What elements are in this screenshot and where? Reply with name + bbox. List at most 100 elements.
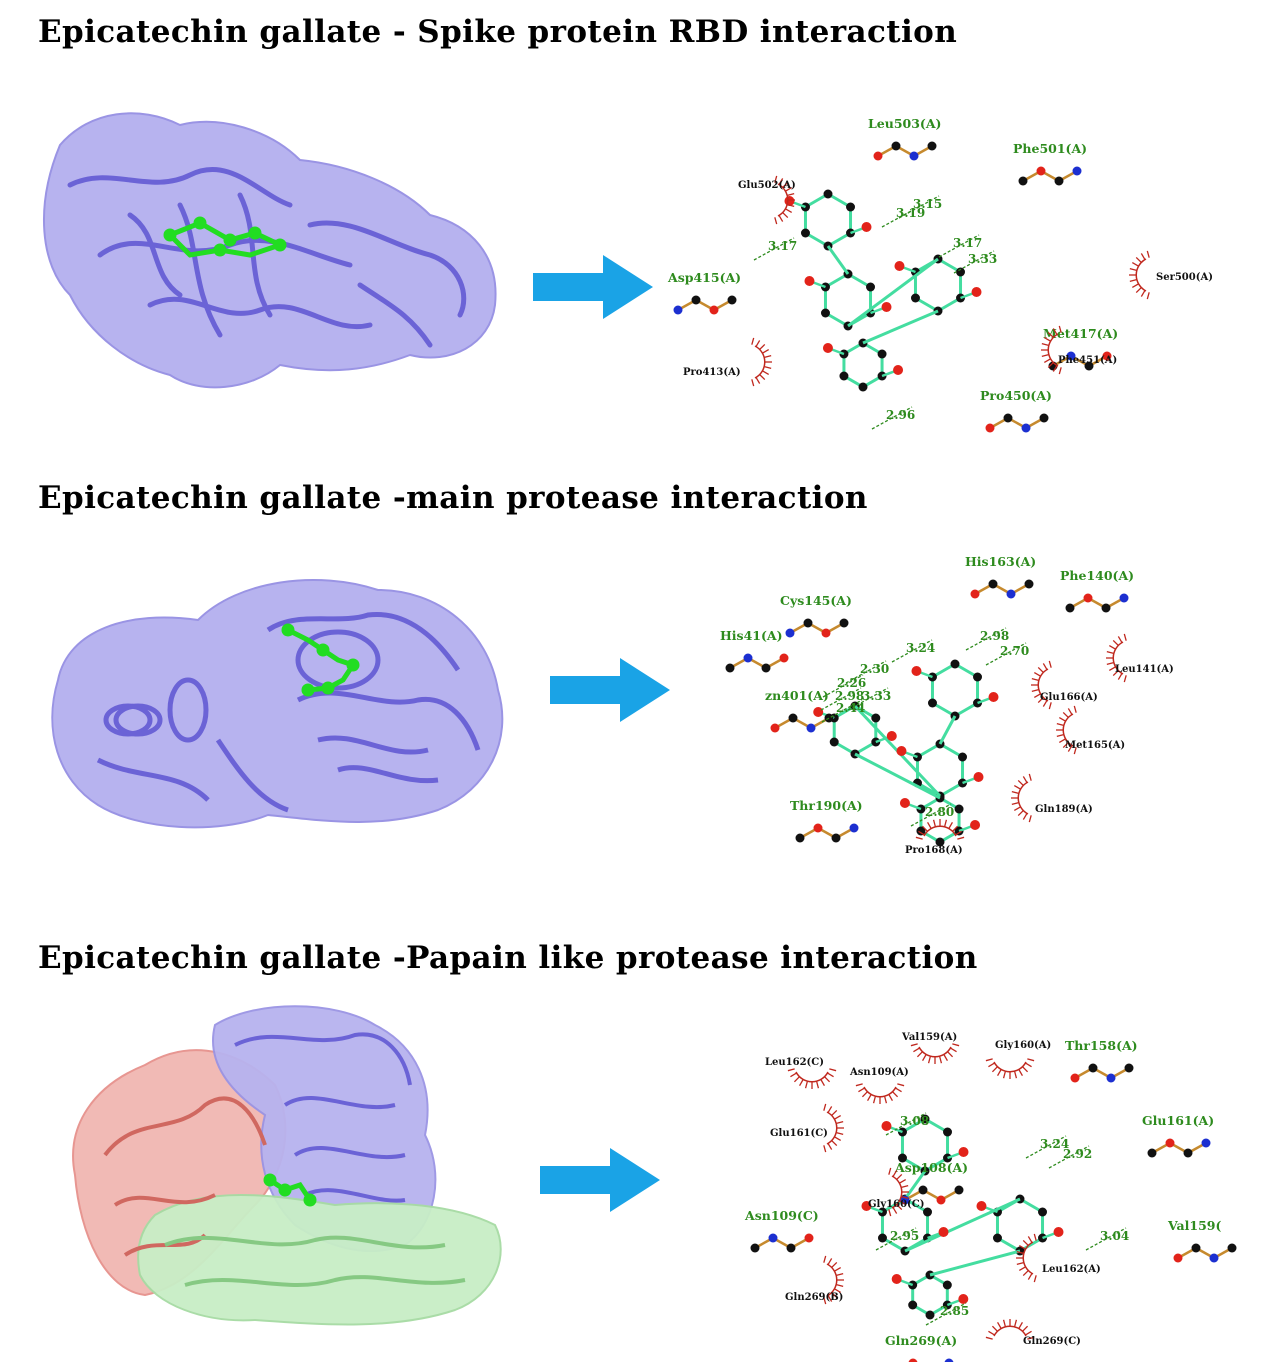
ligand-bond [862,309,939,345]
oxygen-atom [911,666,922,676]
hbond-distance: 3.24 [1040,1137,1069,1151]
hydrophobic-residue-label: Glu166(A) [1040,692,1098,703]
hydrophobic-contact-arc [774,175,795,225]
residue-atom [918,1185,928,1195]
hydrophobic-residue: Leu141(A) [1106,633,1174,683]
hbond-residue: Leu503(A) [868,116,941,161]
residue-atom [927,141,937,151]
hbond-residue: Phe140(A) [1060,568,1134,613]
hbond-distance: 3.33 [862,689,891,703]
oxygen-atom [938,1227,949,1237]
hbond-residue-label: Leu503(A) [868,116,941,131]
hbond-line [891,639,933,663]
hbond-line [985,642,1027,666]
ligand-atom [908,1280,918,1290]
panel-papain-protease: Epicatechin gallate -Papain like proteas… [0,930,1268,1362]
ligand-structure [861,1114,1064,1320]
hbond-distance: 2.95 [890,1229,919,1243]
ligand-atom [992,1233,1002,1243]
ligand-atom [910,293,920,303]
residue-atom [709,305,719,315]
hydrophobic-contact-arc [751,337,772,387]
hydrophobic-contact-arc [985,1319,1035,1340]
hbond-distance: 3.17 [768,239,797,253]
ligand-atom [916,826,926,836]
hbond-line [953,250,995,274]
arrow-right [540,1148,660,1212]
oxygen-atom [886,731,897,741]
ligand-atom [877,349,887,359]
ligand-atom [920,1114,930,1124]
ligand-structure [784,189,982,392]
residue-atom [785,628,795,638]
residue-atom [1209,1253,1219,1263]
oxygen-atom [899,798,910,808]
ligand-atom [839,349,849,359]
ligand-bond [938,715,957,745]
hbond-line [925,1302,967,1326]
hbond-line [965,627,1007,651]
ligplot-diagram-plpro: Thr158(A)Glu161(A)Asp108(A)Asn109(C)Val1… [744,1032,1237,1362]
hydrophobic-residue: Gln189(A) [1011,773,1093,823]
oxygen-atom [893,365,904,375]
residue-atom [813,823,823,833]
residue-atom [1024,579,1034,589]
protein-surface-plpro [72,1005,502,1326]
hbond-distance: 2.30 [860,662,889,676]
hbond-residue: Asn109(C) [744,1208,819,1253]
oxygen-atom [881,302,892,312]
hydrophobic-residue-label: Phe451(A) [1058,355,1117,366]
ligand-atom [942,1300,952,1310]
residue-atom [824,713,834,723]
hbond-line [910,803,952,827]
residue-atom [1021,423,1031,433]
ligand-atom [927,698,937,708]
hbond-residue: Thr158(A) [1065,1038,1138,1083]
hbond-residue-label: Gln269(A) [885,1333,957,1348]
ligand-atom [1038,1207,1048,1217]
hbond-line [1025,1135,1067,1159]
oxygen-atom [891,1274,902,1284]
arrow-right [550,658,670,722]
ligand-bond [904,1197,1021,1253]
ligand-atom [942,1280,952,1290]
hydrophobic-contact-arc [1129,250,1150,300]
hbond-distance: 2.80 [925,805,954,819]
hydrophobic-residue-label: Ser500(A) [1156,272,1213,283]
residue-atom [944,1358,954,1362]
ribbon-blue [234,1032,412,1203]
hbond-residue: Glu161(A) [1142,1113,1214,1158]
panel-title: Epicatechin gallate - Spike protein RBD … [38,14,958,50]
hbond-line [875,1227,917,1251]
residue-atom [873,151,883,161]
hbond-residue-label: Phe501(A) [1013,141,1087,156]
hydrophobic-contact-arc [1011,773,1032,823]
oxygen-atom [822,343,833,353]
hbond-distance: 3.04 [1100,1229,1129,1243]
residue-atom [743,653,753,663]
hydrophobic-residue-label: Pro413(A) [683,367,741,378]
hbond-residue-label: Phe140(A) [1060,568,1134,583]
panel-title: Epicatechin gallate -main protease inter… [38,480,868,516]
ligand-sticks [281,623,360,697]
hydrophobic-residue: Leu162(A) [1016,1233,1101,1283]
ligand-bond [826,245,850,275]
hbond-residue: His41(A) [720,628,789,673]
residue-atom [1036,166,1046,176]
hbond-residue-label: His163(A) [965,554,1036,569]
hbond-residue: Asp415(A) [667,270,741,315]
hbond-line [820,687,862,711]
hbond-line [753,237,795,261]
residue-atom [725,663,735,673]
hydrophobic-contact-arc [1056,705,1077,755]
residue-atom [1039,413,1049,423]
hydrophobic-residue-label: Glu161(C) [770,1128,828,1139]
hbond-residue: Pro450(A) [980,388,1052,433]
residue-atom [1072,166,1082,176]
residue-atom [891,141,901,151]
hbond-residue-label: zn401(A) [765,688,829,703]
hydrophobic-residue-label: Met165(A) [1065,740,1125,751]
residue-atom [761,663,771,673]
residue-atom [779,653,789,663]
oxygen-atom [1053,1227,1064,1237]
